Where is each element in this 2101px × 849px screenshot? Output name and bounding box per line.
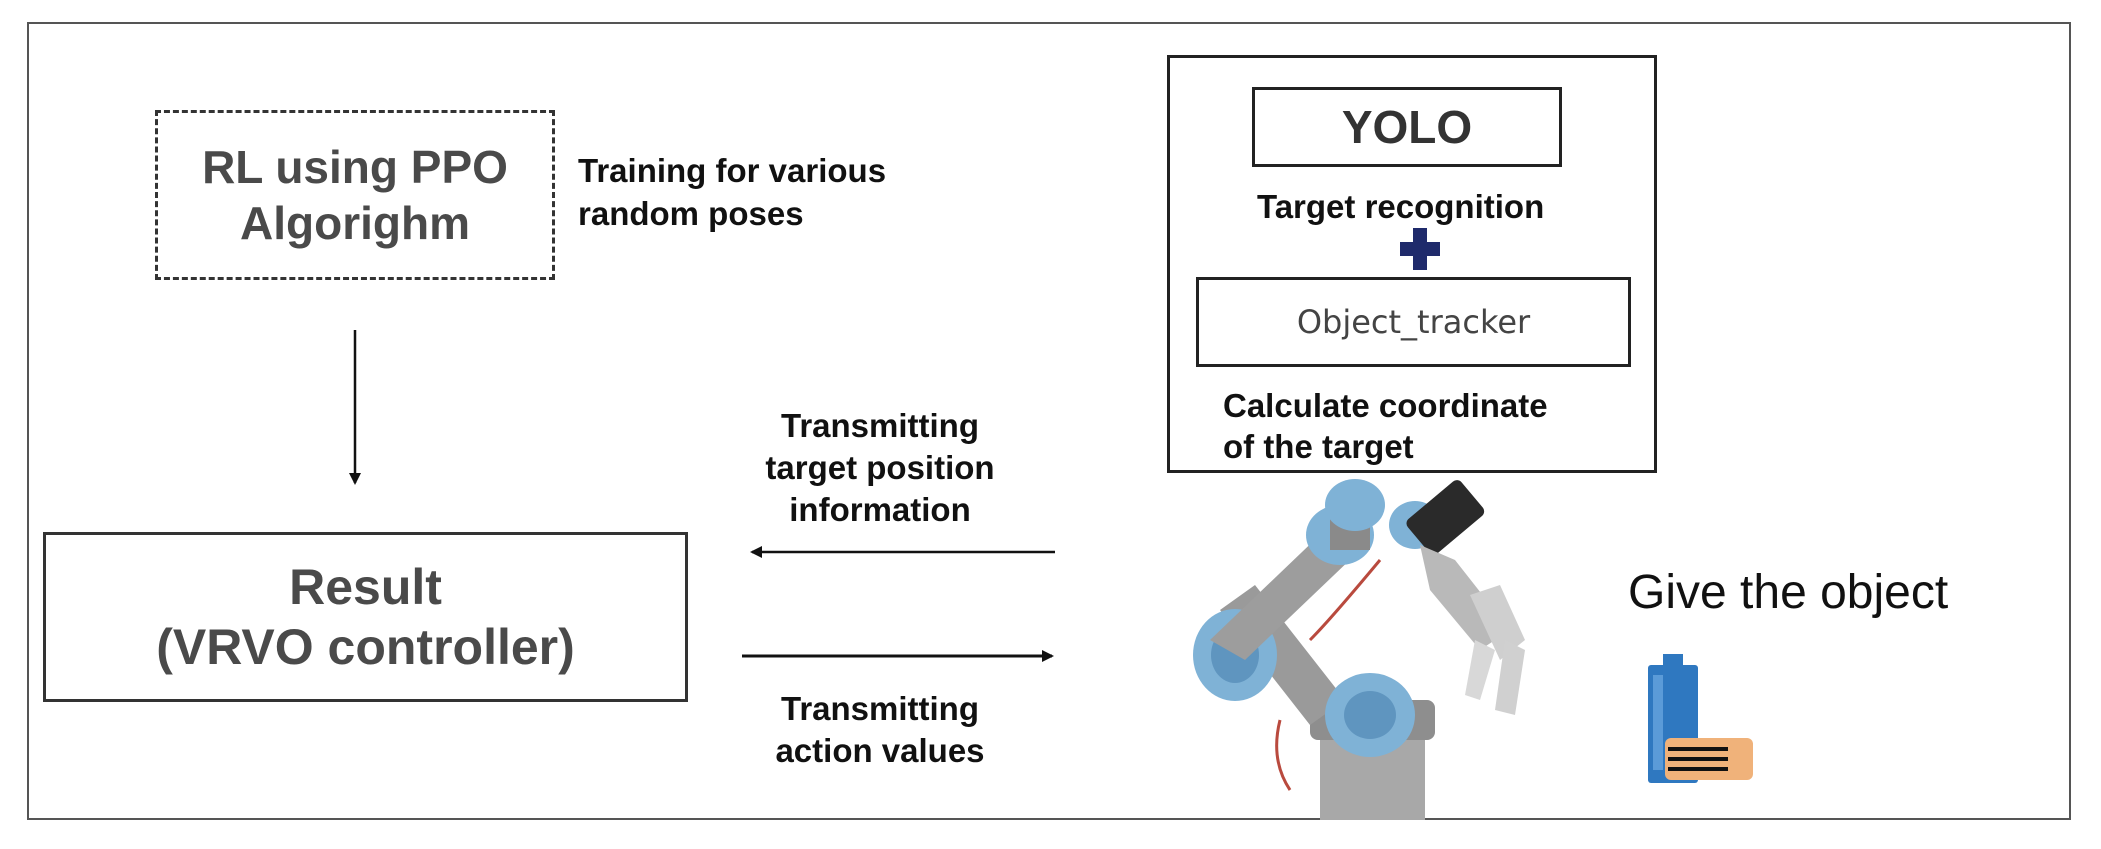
result-controller-box: Result (VRVO controller) [43,532,688,702]
diagram-frame [27,22,2071,820]
give-object-label: Give the object [1628,566,1949,619]
calculate-coordinate-label: Calculate coordinate of the target [1223,387,1548,466]
training-note: Training for various random poses [578,152,887,232]
robot-arm-icon [1193,479,1525,820]
position-info-label: Transmitting target position information [765,407,995,528]
hand-icon [1665,738,1753,780]
target-recognition-label: Target recognition [1257,188,1545,225]
object-tracker-box: Object_tracker [1196,277,1631,367]
rl-ppo-box: RL using PPO Algorighm [155,110,555,280]
action-values-label: Transmitting action values [775,690,985,769]
vision-module-box [1167,55,1657,473]
plus-icon [1400,228,1440,270]
yolo-box: YOLO [1252,87,1562,167]
